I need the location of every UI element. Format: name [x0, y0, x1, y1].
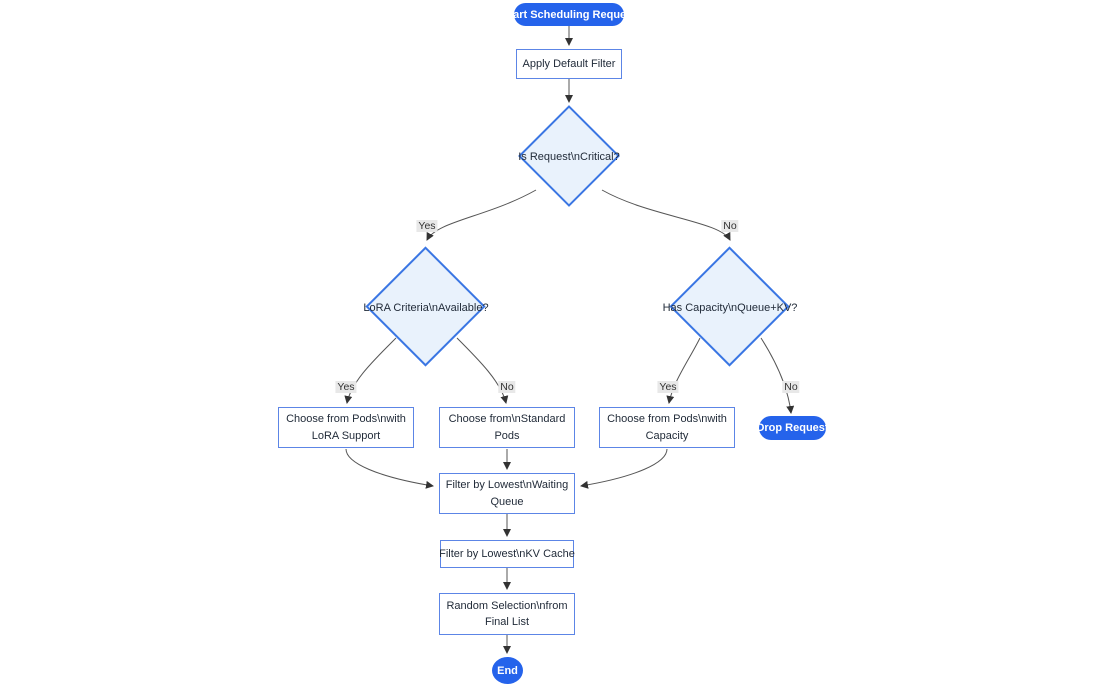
- node-choose-lora-pods: Choose from Pods\nwith LoRA Support: [278, 407, 414, 448]
- node-start-scheduling-request-label: Start Scheduling Request: [502, 8, 636, 21]
- node-apply-default-filter-label: Apply Default Filter: [522, 57, 616, 70]
- edge-capacity-yes-to-choose-capacity: [666, 337, 701, 404]
- node-choose-lora-pods-label: Choose from Pods\nwith LoRA Support: [286, 413, 406, 442]
- node-end: End: [492, 657, 523, 684]
- node-filter-kv-cache: Filter by Lowest\nKV Cache: [439, 540, 575, 568]
- node-apply-default-filter: Apply Default Filter: [516, 49, 622, 79]
- edge-choose-lora-to-filter-waiting: [345, 448, 434, 489]
- edge-label-critical-yes: Yes: [416, 220, 438, 232]
- node-choose-standard-pods: Choose from\nStandard Pods: [439, 407, 575, 448]
- node-filter-waiting-queue-label: Filter by Lowest\nWaiting Queue: [445, 479, 569, 508]
- node-choose-standard-pods-label: Choose from\nStandard Pods: [448, 413, 566, 442]
- decision-is-request-critical-label: Is Request\nCritical?: [518, 151, 620, 163]
- edge-label-capacity-yes: Yes: [657, 381, 679, 393]
- edge-label-lora-yes: Yes: [335, 381, 357, 393]
- node-end-label: End: [497, 664, 518, 677]
- edge-lora-no-to-choose-standard: [456, 337, 509, 404]
- decision-has-capacity-label: Has Capacity\nQueue+KV?: [662, 302, 798, 314]
- edge-capacity-no-to-drop-request: [760, 337, 795, 414]
- node-drop-request: Drop Request: [756, 416, 829, 440]
- node-drop-request-label: Drop Request: [756, 422, 829, 434]
- decision-lora-criteria-label: LoRA Criteria\nAvailable?: [363, 302, 489, 314]
- edge-label-lora-no: No: [498, 381, 516, 393]
- edge-is-critical-no-to-has-capacity: [601, 189, 731, 241]
- node-random-selection-label: Random Selection\nfrom Final List: [446, 599, 568, 629]
- edge-label-capacity-no: No: [782, 381, 800, 393]
- edge-label-critical-no: No: [721, 220, 739, 232]
- node-start-scheduling-request: Start Scheduling Request: [502, 3, 636, 26]
- node-choose-capacity-pods: Choose from Pods\nwith Capacity: [599, 407, 735, 448]
- node-random-selection: Random Selection\nfrom Final List: [439, 593, 575, 635]
- edge-choose-capacity-to-filter-waiting: [580, 448, 668, 489]
- edge-lora-yes-to-choose-lora: [344, 337, 397, 404]
- node-choose-capacity-pods-label: Choose from Pods\nwith Capacity: [607, 413, 727, 442]
- edge-is-critical-yes-to-lora-criteria: [426, 189, 537, 241]
- node-filter-kv-cache-label: Filter by Lowest\nKV Cache: [439, 547, 575, 560]
- node-filter-waiting-queue: Filter by Lowest\nWaiting Queue: [439, 473, 575, 514]
